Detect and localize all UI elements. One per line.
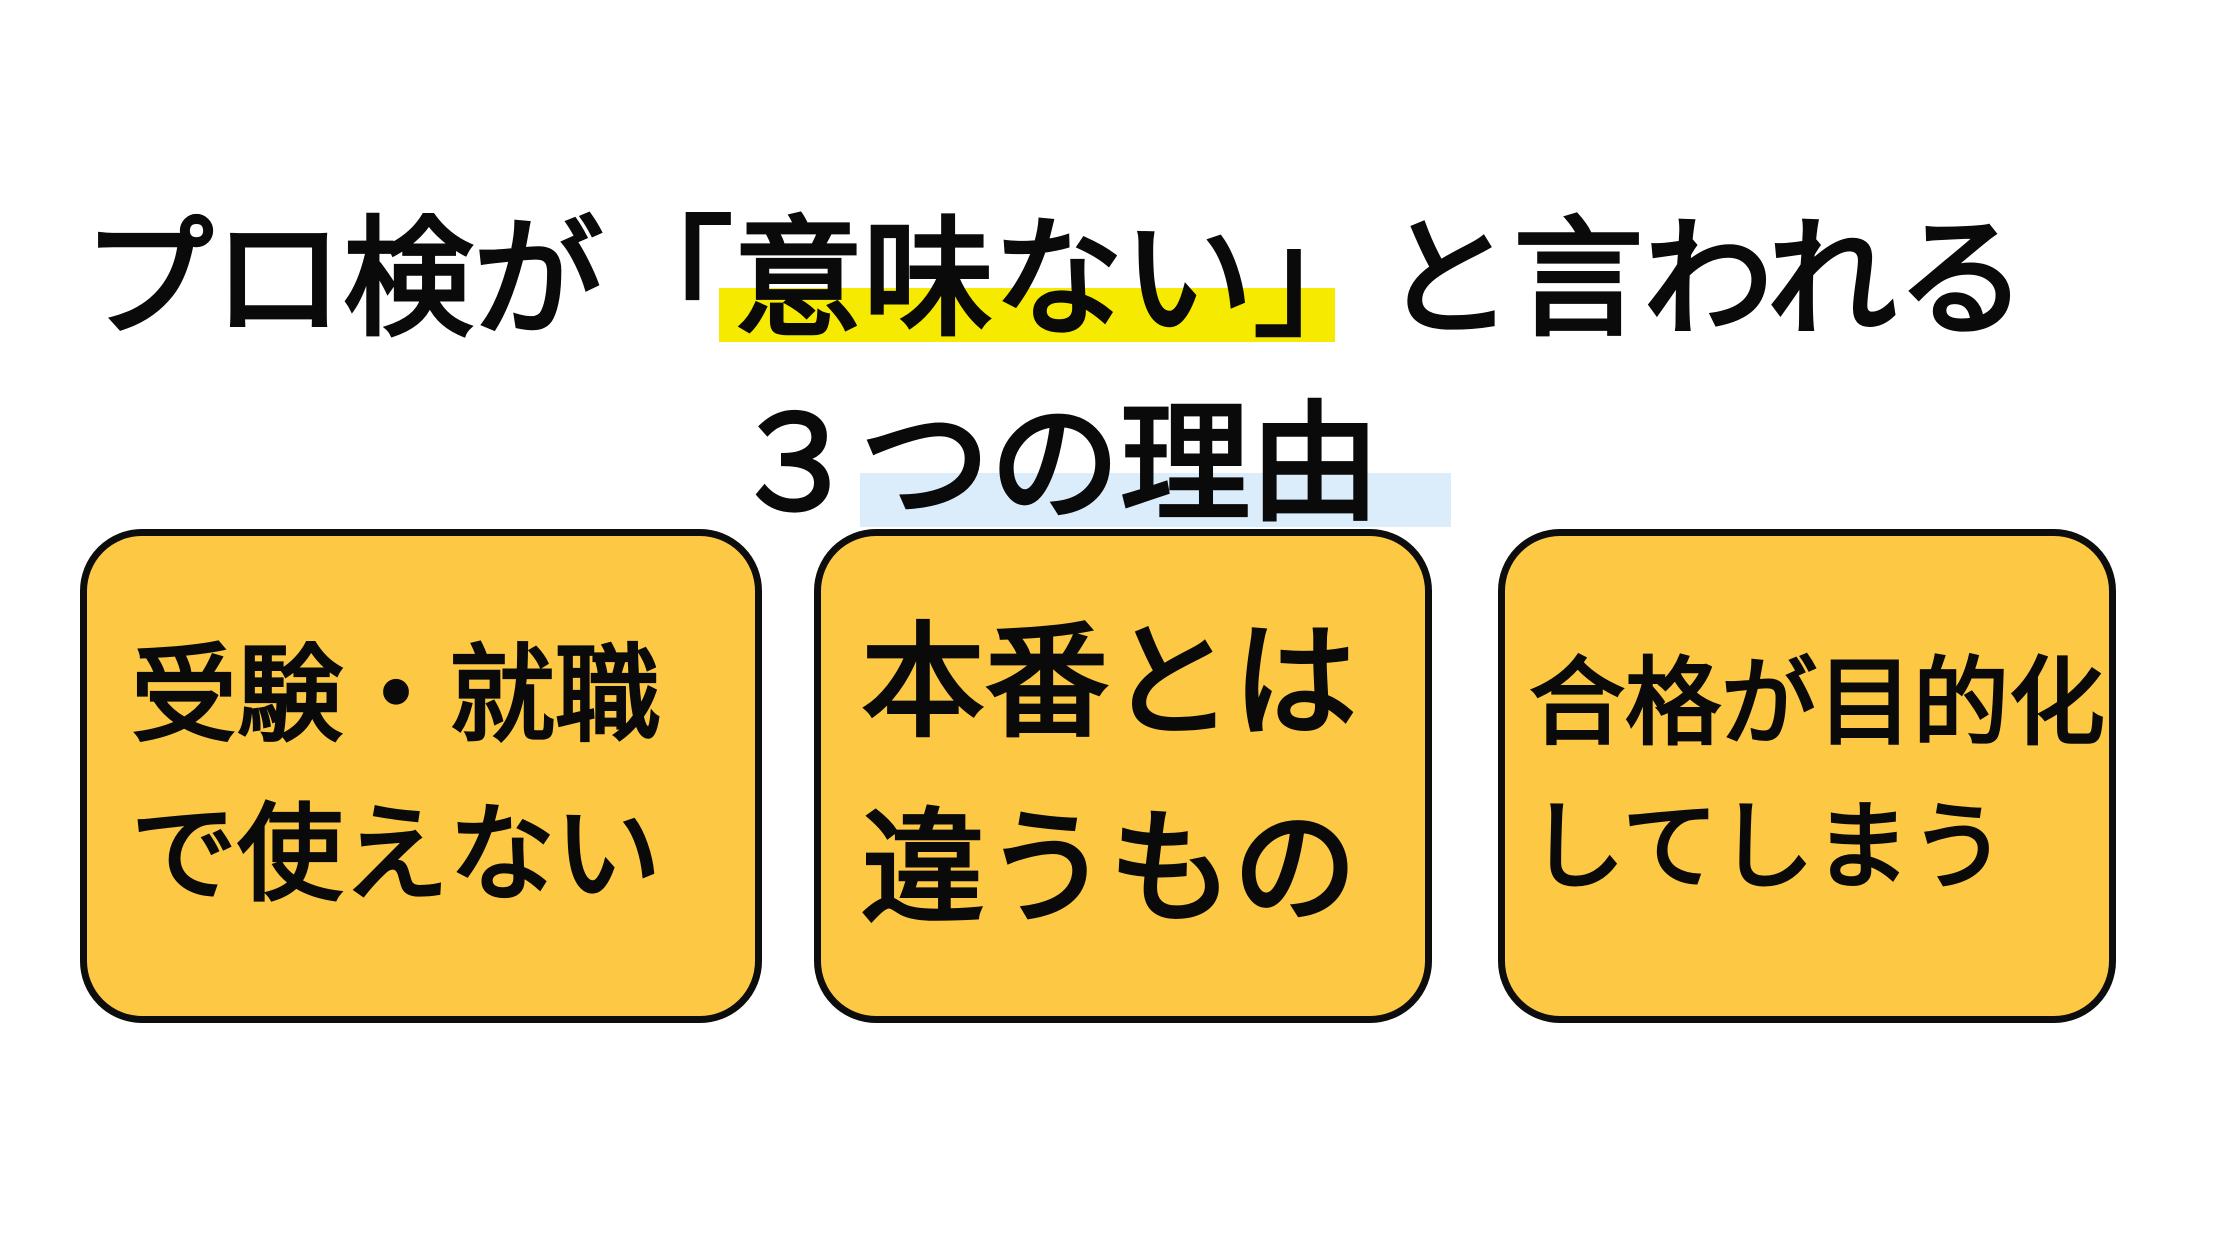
reason-card-3-line-1: 合格が目的化 xyxy=(1529,650,2105,757)
reason-card-2-line-1: 本番とは xyxy=(861,614,1358,752)
title-line-1-prefix: プロ検が「 xyxy=(83,206,734,353)
title-line-1-suffix: 」と言われる xyxy=(1253,206,2027,353)
title-yellow-highlight-text: 意味ない xyxy=(719,206,1336,353)
title-line-1: プロ検が「意味ない」と言われる xyxy=(0,187,2110,372)
reason-card-1-line-2: で使えない xyxy=(131,796,661,914)
title-blue-highlight-text: つの理由 xyxy=(860,391,1452,538)
reason-card-3-line-2: してしまう xyxy=(1529,794,2007,901)
reason-card-2-line-2: 違うもの xyxy=(861,800,1358,938)
reason-card-2: 本番とは 違うもの xyxy=(814,529,1432,1023)
slide-title: プロ検が「意味ない」と言われる ３つの理由 xyxy=(0,187,2110,557)
reason-card-1-line-1: 受験・就職 xyxy=(131,637,661,755)
reason-card-3: 合格が目的化 してしまう xyxy=(1498,529,2116,1023)
title-line-2: ３つの理由 xyxy=(0,372,2110,557)
reason-card-1: 受験・就職 で使えない xyxy=(80,529,762,1023)
title-line-2-prefix: ３ xyxy=(729,391,860,538)
